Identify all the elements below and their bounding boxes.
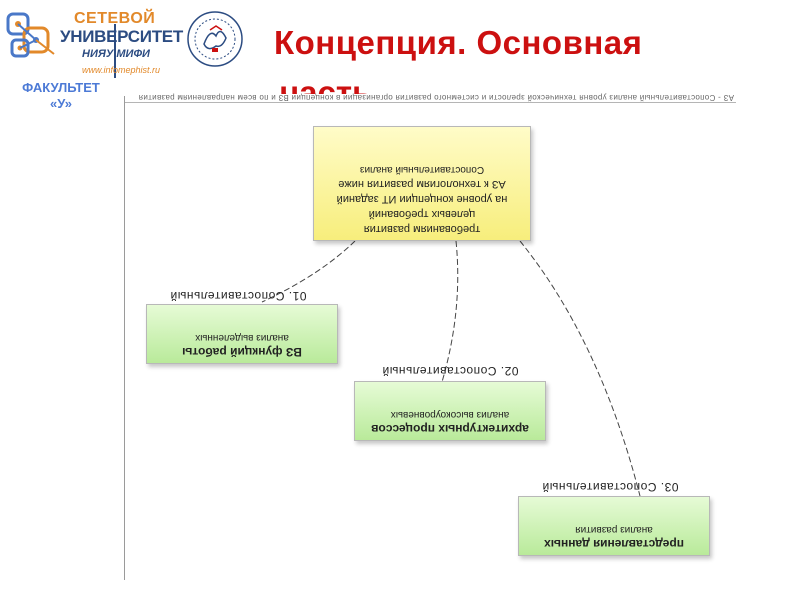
slide-title-cut: часть bbox=[280, 76, 375, 94]
connector-root-node3 bbox=[519, 240, 641, 497]
node1-label: 01. Сопоставительный bbox=[170, 289, 307, 303]
faculty-line1: ФАКУЛЬТЕТ bbox=[22, 80, 100, 95]
root-line-2: АЗ к технологиям развития ниже bbox=[338, 178, 506, 190]
faculty-label: ФАКУЛЬТЕТ «У» bbox=[0, 80, 122, 112]
root-line-1: Сопоставительный анализ bbox=[359, 164, 485, 175]
diagram-root-box: требованиям развития целевых требований … bbox=[313, 126, 531, 241]
node3-line-1: анализ развития bbox=[575, 524, 653, 535]
diagram-frame-left-line bbox=[124, 96, 125, 580]
root-line-3: на уровне концепции ИТ заданий bbox=[336, 193, 508, 205]
slide-title: Концепция. Основная bbox=[274, 24, 643, 61]
logo-line-url: www.infomephist.ru bbox=[82, 65, 161, 75]
logo-line-network: СЕТЕВОЙ bbox=[74, 10, 156, 27]
diagram-frame: АЗ - Сопоставительный анализ уровня техн… bbox=[124, 92, 736, 582]
diagram-node-3: представления данных анализ развития bbox=[518, 496, 710, 556]
logo-divider bbox=[114, 24, 116, 78]
node1-line-2: ВЗ функций работы bbox=[182, 345, 302, 359]
connector-root-node2 bbox=[441, 240, 459, 383]
network-logo-icon bbox=[4, 10, 60, 66]
node3-label: 03. Сопоставительный bbox=[542, 480, 679, 494]
node2-label: 02. Сопоставительный bbox=[382, 364, 519, 378]
diagram-node-2: архитектурных процессов анализ высокоуро… bbox=[354, 381, 546, 441]
node1-line-1: анализ выделенных bbox=[195, 332, 289, 343]
node2-line-2: архитектурных процессов bbox=[371, 422, 529, 436]
logo-line-mephi: НИЯУ МИФИ bbox=[82, 48, 150, 60]
slide-title-cut-text: часть bbox=[280, 76, 372, 94]
faculty-line2: «У» bbox=[49, 96, 73, 111]
root-line-4: целевых требований bbox=[368, 208, 476, 220]
connector-root-node1 bbox=[261, 240, 356, 303]
node3-line-2: представления данных bbox=[544, 537, 684, 551]
university-seal-icon bbox=[186, 10, 244, 68]
diagram-frame-top-line bbox=[124, 102, 736, 103]
diagram-node-1: ВЗ функций работы анализ выделенных bbox=[146, 304, 338, 364]
logo-line-university: УНИВЕРСИТЕТ bbox=[60, 27, 183, 46]
root-line-5: требованиям развития bbox=[363, 223, 481, 235]
node2-line-1: анализ высокоуровневых bbox=[390, 409, 510, 420]
